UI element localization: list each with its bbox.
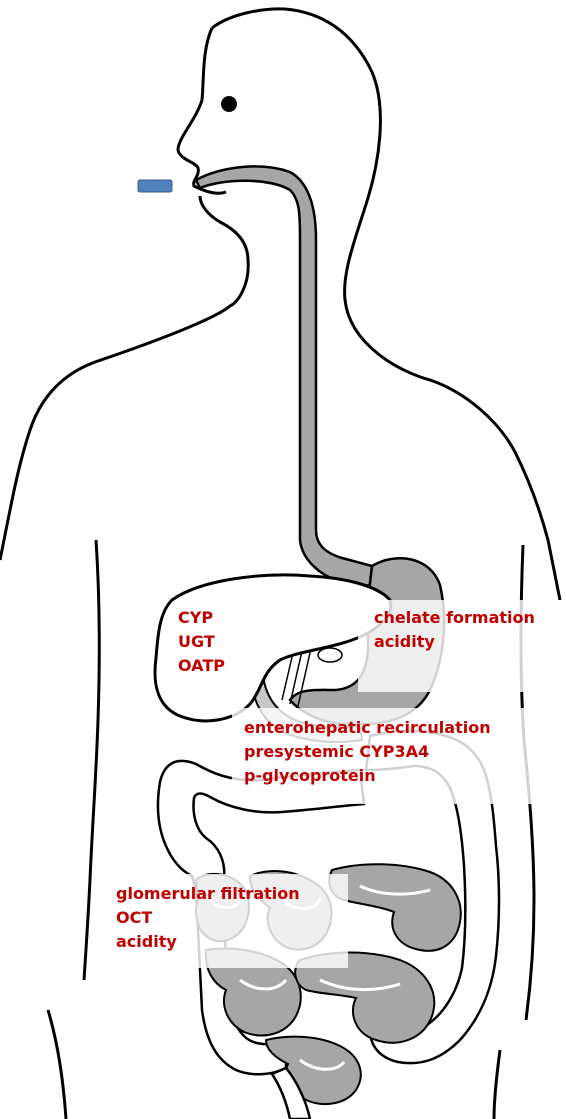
stomach-label-box: chelate formation acidity bbox=[358, 600, 566, 692]
left-side-outline bbox=[48, 1010, 66, 1119]
kidney-label-box: glomerular filtration OCT acidity bbox=[110, 874, 348, 968]
eye-dot bbox=[221, 96, 237, 112]
left-arm-outline bbox=[84, 540, 99, 980]
small-intestine-label-line: p-glycoprotein bbox=[244, 764, 566, 788]
face-profile bbox=[0, 28, 248, 560]
small-intestine-label-line: enterohepatic recirculation bbox=[244, 716, 566, 740]
stomach-label-line: acidity bbox=[374, 630, 566, 654]
esophagus bbox=[196, 166, 372, 586]
pill-icon bbox=[138, 180, 172, 192]
liver-label-line: OATP bbox=[178, 654, 258, 678]
liver-label-line: CYP bbox=[178, 606, 258, 630]
small-intestine-label-line: presystemic CYP3A4 bbox=[244, 740, 566, 764]
kidney-label-line: acidity bbox=[116, 930, 348, 954]
right-side-outline bbox=[494, 1050, 500, 1119]
liver-label-box: CYP UGT OATP bbox=[178, 606, 258, 682]
gallbladder bbox=[318, 648, 342, 662]
kidney-label-line: glomerular filtration bbox=[116, 882, 348, 906]
liver-label-line: UGT bbox=[178, 630, 258, 654]
small-intestine-label-box: enterohepatic recirculation presystemic … bbox=[232, 708, 566, 804]
kidney-label-line: OCT bbox=[116, 906, 348, 930]
stomach-label-line: chelate formation bbox=[374, 606, 566, 630]
head-outline bbox=[212, 9, 560, 600]
